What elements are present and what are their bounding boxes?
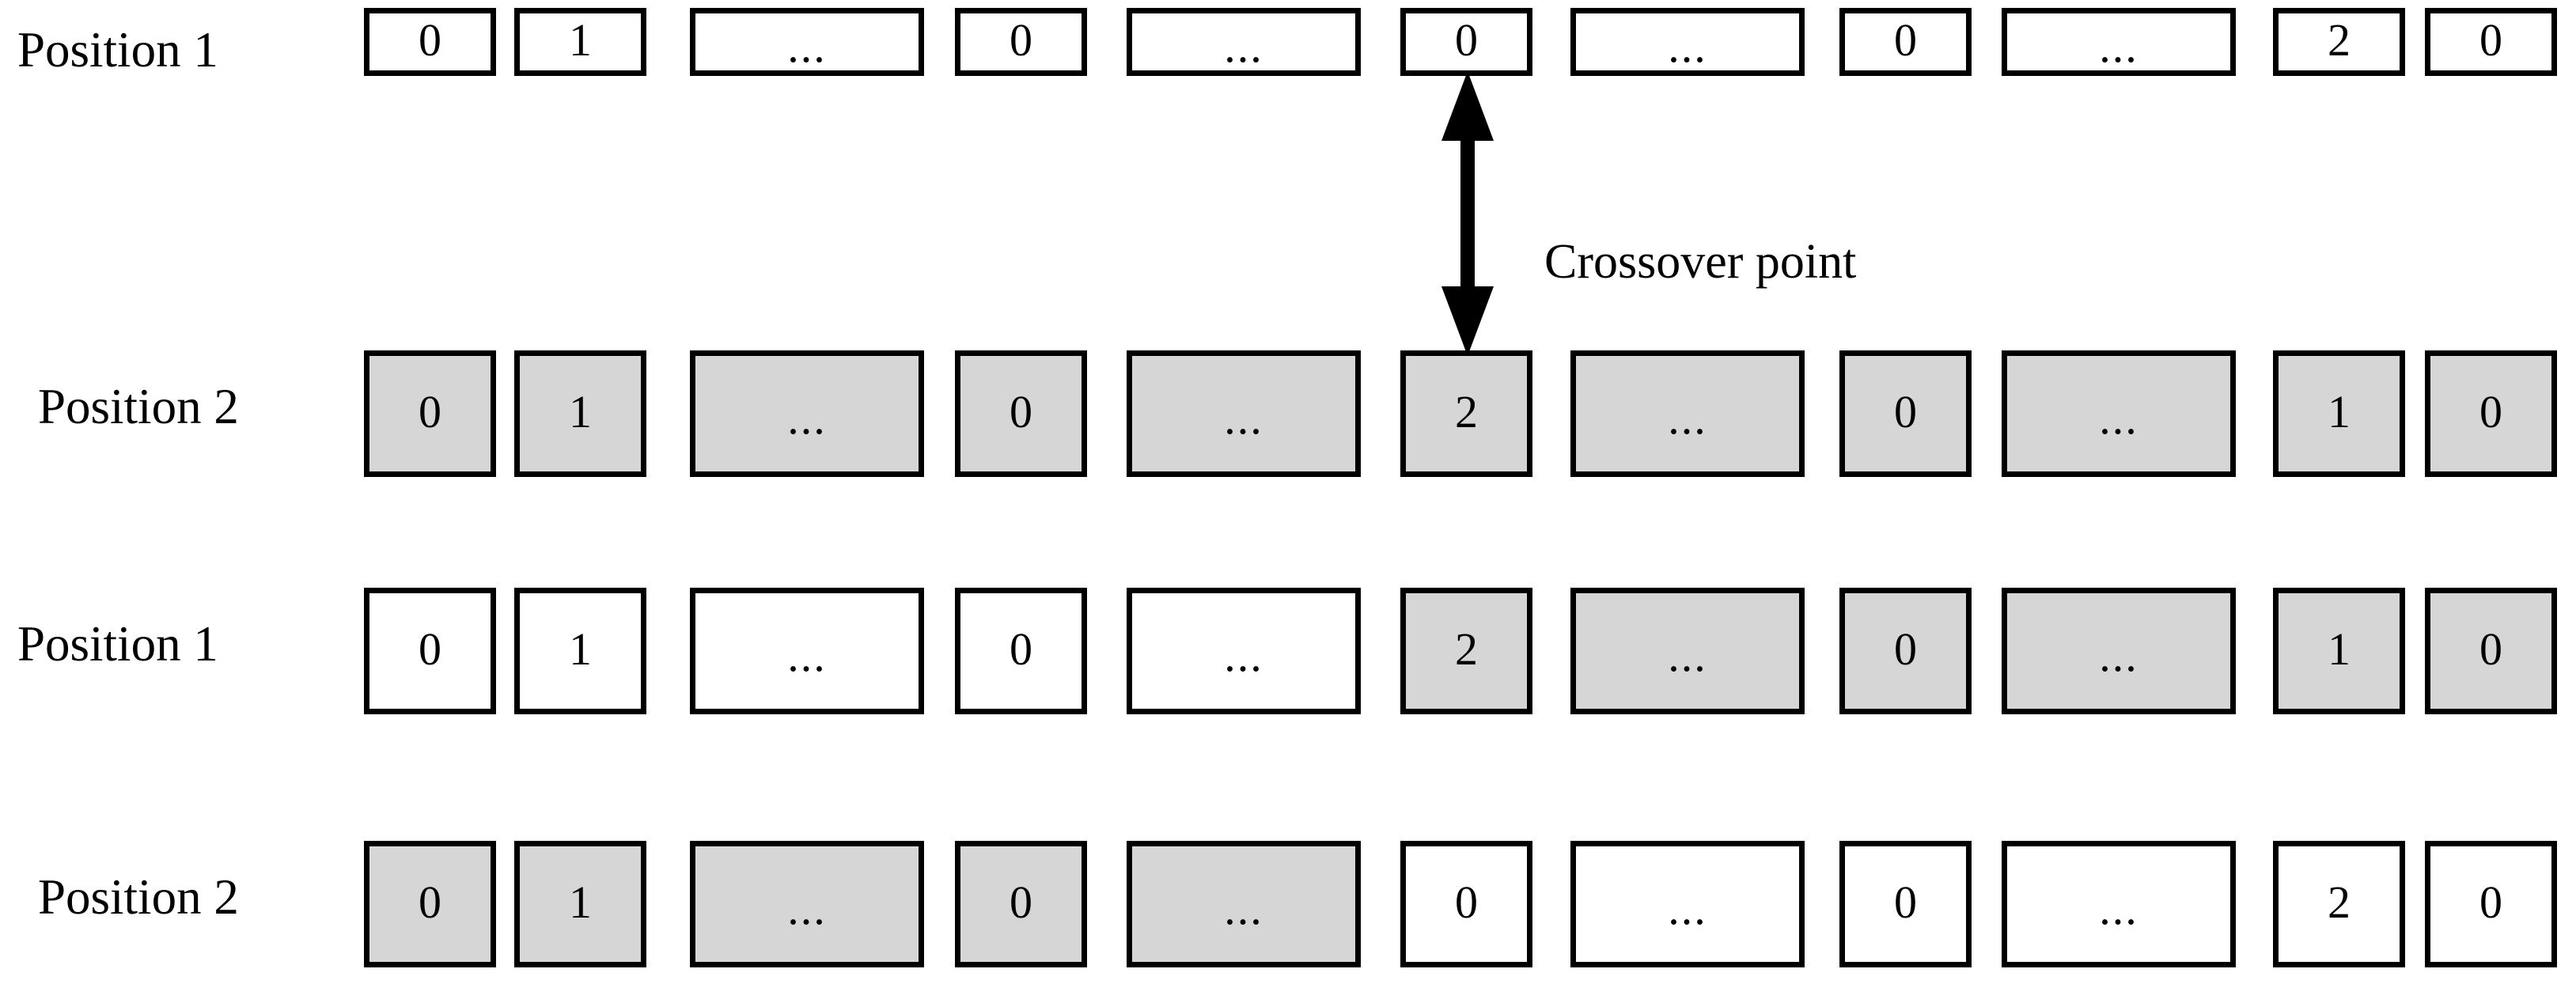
gene-value: 0	[1455, 876, 1478, 928]
gene-cell[interactable]: 0	[2425, 841, 2557, 967]
gene-cell[interactable]: 0	[955, 841, 1087, 967]
gene-cell[interactable]: 0	[1839, 841, 1972, 967]
chromosome-row-offspring-1: Position 1 0 1... 0... 2... 0... 1 0	[0, 588, 2576, 714]
chromosome-row-parent-1: Position 1 0 1... 0... 0... 0... 2 0	[0, 8, 2576, 76]
gene-value: ...	[1224, 392, 1263, 444]
gene-cell[interactable]: 0	[955, 8, 1087, 76]
gene-value: 0	[1010, 14, 1032, 66]
gene-value: 1	[569, 386, 592, 437]
crossover-point-label: Crossover point	[1544, 235, 1857, 289]
gene-cell[interactable]: ...	[690, 588, 924, 714]
gene-value: ...	[2099, 21, 2138, 72]
gene-cell[interactable]: 0	[2425, 588, 2557, 714]
gene-value: 0	[2479, 623, 2502, 675]
gene-cell[interactable]: ...	[690, 350, 924, 477]
gene-value: 0	[1010, 386, 1032, 437]
gene-cell[interactable]: 1	[514, 8, 646, 76]
gene-value: ...	[787, 630, 827, 681]
gene-value: ...	[1224, 883, 1263, 934]
gene-cell[interactable]: ...	[2002, 841, 2236, 967]
gene-cell[interactable]: 0	[2425, 8, 2557, 76]
gene-cell[interactable]: ...	[1127, 841, 1361, 967]
gene-value: 0	[2479, 14, 2502, 66]
gene-value: 2	[2328, 14, 2351, 66]
gene-value: 0	[419, 14, 441, 66]
gene-cell[interactable]: 1	[2273, 588, 2405, 714]
row-label-parent-1: Position 1	[17, 22, 218, 78]
gene-cell[interactable]: 2	[2273, 841, 2405, 967]
gene-value: 0	[1010, 623, 1032, 675]
gene-cell[interactable]: 2	[2273, 8, 2405, 76]
gene-value: 2	[1455, 623, 1478, 675]
gene-cell[interactable]: 0	[955, 588, 1087, 714]
gene-value: 0	[2479, 386, 2502, 437]
gene-value: 0	[419, 386, 441, 437]
gene-cell[interactable]: ...	[1570, 350, 1805, 477]
gene-value: 0	[2479, 876, 2502, 928]
gene-cell[interactable]: 0	[364, 8, 496, 76]
gene-cell[interactable]: ...	[2002, 8, 2236, 76]
gene-value: ...	[2099, 392, 2138, 444]
gene-cell[interactable]: ...	[1127, 350, 1361, 477]
gene-cell[interactable]: 0	[1839, 350, 1972, 477]
gene-cell[interactable]: 0	[955, 350, 1087, 477]
gene-value: 0	[1455, 14, 1478, 66]
gene-value: ...	[1224, 21, 1263, 72]
gene-value: 0	[1894, 14, 1917, 66]
gene-cell[interactable]: ...	[1127, 588, 1361, 714]
gene-value: 2	[2328, 876, 2351, 928]
gene-cell[interactable]: 1	[514, 588, 646, 714]
gene-value: 2	[1455, 386, 1478, 437]
gene-cell[interactable]: ...	[2002, 350, 2236, 477]
gene-cell[interactable]: 0	[1400, 8, 1532, 76]
gene-cell[interactable]: 1	[514, 841, 646, 967]
gene-cell[interactable]: 2	[1400, 350, 1532, 477]
gene-value: 1	[2328, 623, 2351, 675]
gene-cell[interactable]: 1	[514, 350, 646, 477]
crossover-arrow-icon	[1441, 71, 1494, 356]
gene-value: 0	[1894, 623, 1917, 675]
gene-value: ...	[787, 392, 827, 444]
gene-cell[interactable]: ...	[1570, 841, 1805, 967]
gene-cell[interactable]: 0	[364, 841, 496, 967]
gene-cell[interactable]: ...	[690, 841, 924, 967]
gene-value: 1	[569, 623, 592, 675]
gene-value: 1	[569, 14, 592, 66]
gene-cell[interactable]: 0	[364, 350, 496, 477]
gene-value: ...	[1668, 630, 1707, 681]
gene-value: ...	[787, 883, 827, 934]
row-label-parent-2: Position 2	[38, 379, 239, 434]
gene-cell[interactable]: ...	[690, 8, 924, 76]
gene-cell[interactable]: ...	[1127, 8, 1361, 76]
gene-value: ...	[1668, 392, 1707, 444]
gene-value: ...	[2099, 630, 2138, 681]
gene-value: ...	[2099, 883, 2138, 934]
gene-value: 1	[2328, 386, 2351, 437]
gene-cell[interactable]: 0	[1400, 841, 1532, 967]
gene-value: 0	[1010, 876, 1032, 928]
gene-cell[interactable]: 0	[2425, 350, 2557, 477]
gene-value: 0	[419, 876, 441, 928]
gene-cell[interactable]: 0	[364, 588, 496, 714]
gene-value: ...	[1668, 883, 1707, 934]
row-label-offspring-2: Position 2	[38, 869, 239, 925]
gene-cell[interactable]: 0	[1839, 588, 1972, 714]
gene-cell[interactable]: 1	[2273, 350, 2405, 477]
gene-value: ...	[1668, 21, 1707, 72]
gene-cell[interactable]: ...	[1570, 8, 1805, 76]
gene-cell[interactable]: ...	[2002, 588, 2236, 714]
gene-value: 0	[419, 623, 441, 675]
gene-cell[interactable]: 0	[1839, 8, 1972, 76]
gene-value: 0	[1894, 386, 1917, 437]
gene-value: 1	[569, 876, 592, 928]
gene-value: ...	[787, 21, 827, 72]
row-label-offspring-1: Position 1	[17, 616, 218, 672]
chromosome-row-parent-2: Position 2 0 1... 0... 2... 0... 1 0	[0, 350, 2576, 477]
chromosome-row-offspring-2: Position 2 0 1... 0... 0... 0... 2 0	[0, 841, 2576, 967]
gene-value: 0	[1894, 876, 1917, 928]
gene-cell[interactable]: ...	[1570, 588, 1805, 714]
gene-cell[interactable]: 2	[1400, 588, 1532, 714]
gene-value: ...	[1224, 630, 1263, 681]
